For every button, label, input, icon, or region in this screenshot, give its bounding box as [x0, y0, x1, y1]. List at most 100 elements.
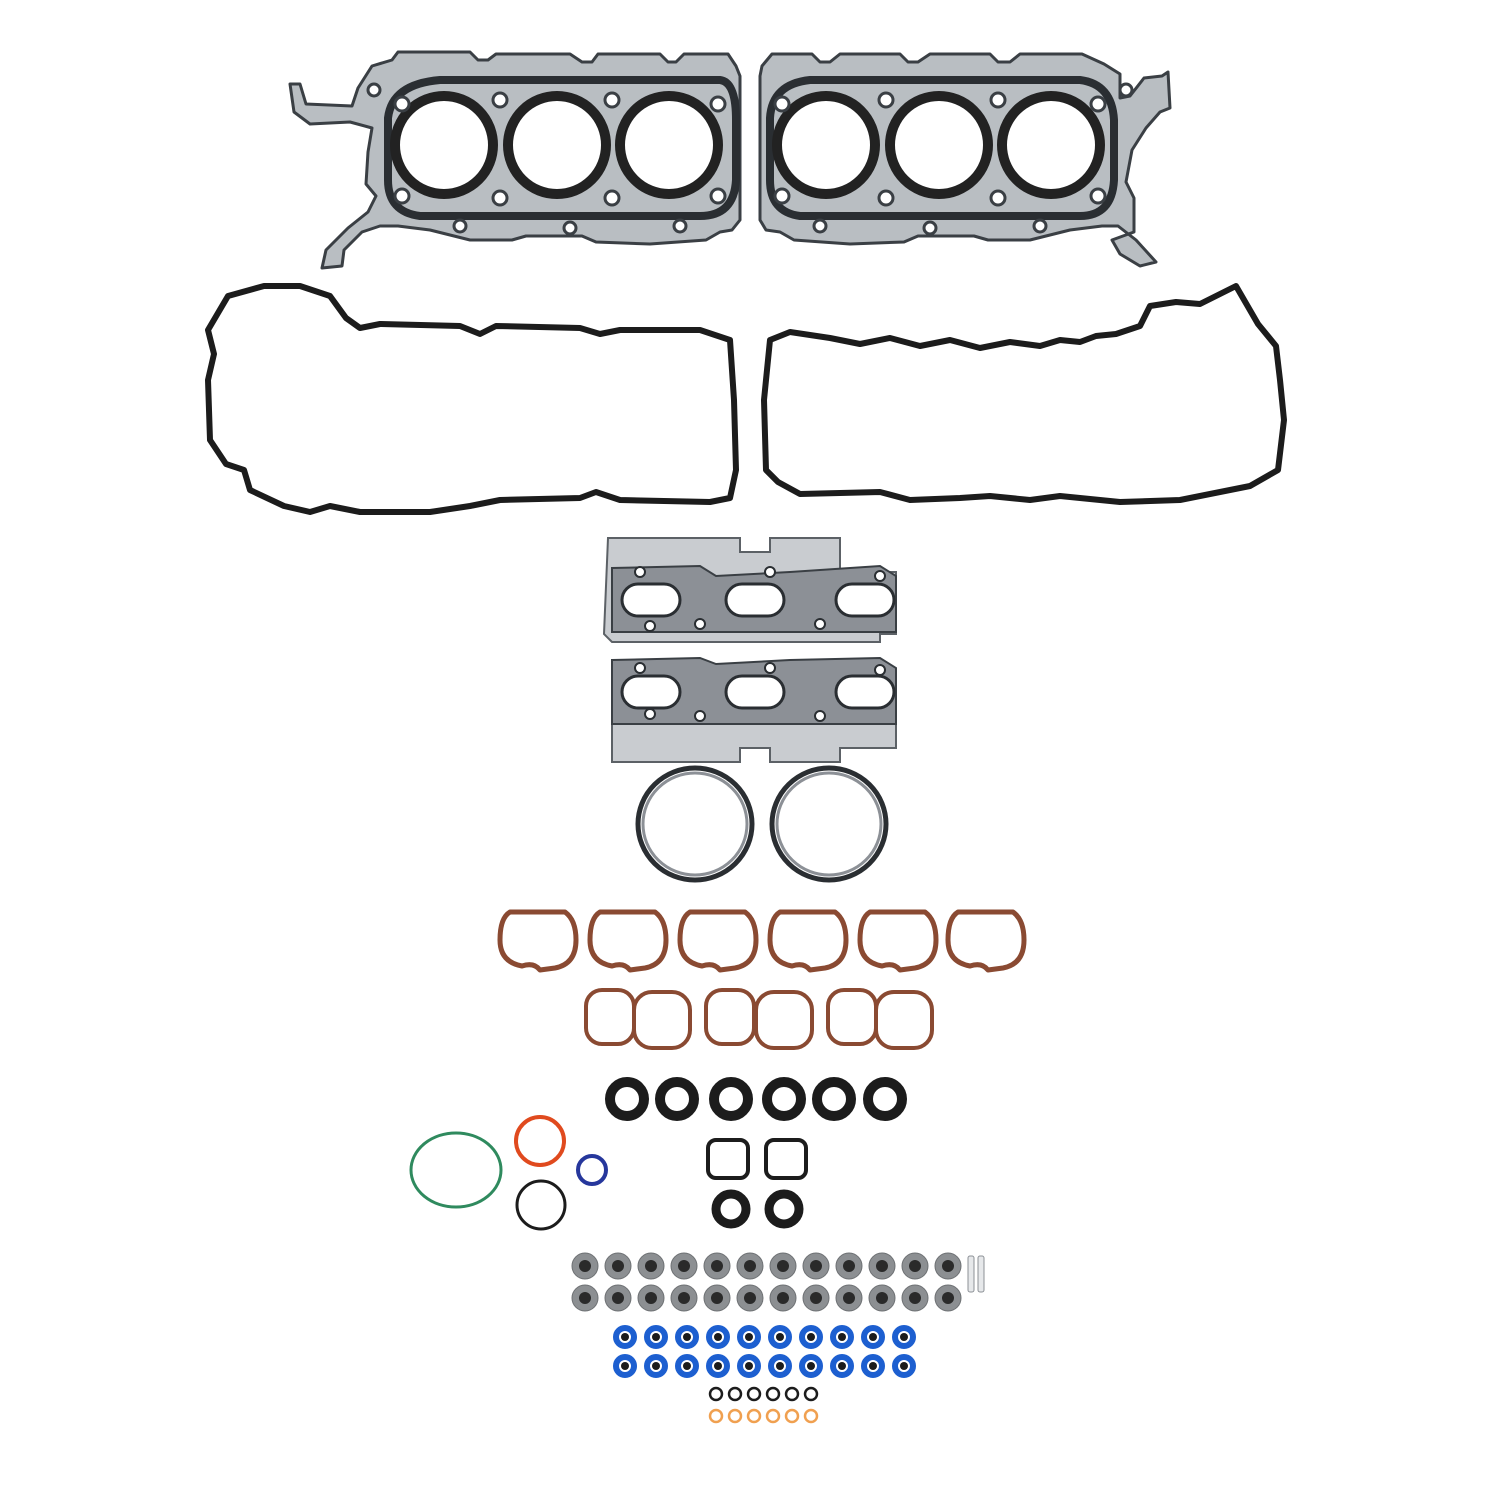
intake-port-seal [754, 990, 814, 1050]
valve-stem-seal [637, 1284, 665, 1312]
retainer-clip [977, 1255, 985, 1293]
valve-stem-seal [670, 1284, 698, 1312]
o-ring-orange [514, 1115, 566, 1167]
tube-seal [762, 1077, 806, 1121]
injector-seal [675, 1325, 699, 1349]
small-o-ring [727, 1408, 743, 1424]
intake-gasket [677, 909, 759, 973]
injector-seal [706, 1325, 730, 1349]
injector-seal [675, 1354, 699, 1378]
injector-seal [737, 1354, 761, 1378]
small-o-ring [746, 1408, 762, 1424]
valve-stem-seal [703, 1284, 731, 1312]
exhaust-ports-top [620, 582, 896, 618]
injector-seal [830, 1354, 854, 1378]
valve-stem-seal [736, 1284, 764, 1312]
injector-seal [768, 1325, 792, 1349]
small-o-ring [765, 1386, 781, 1402]
injector-seal [644, 1354, 668, 1378]
intake-gasket [767, 909, 849, 973]
valve-stem-seal [802, 1252, 830, 1280]
tube-seal [709, 1077, 753, 1121]
valve-stem-seal [802, 1284, 830, 1312]
intake-port-pairs [584, 988, 934, 1050]
injector-seal [799, 1354, 823, 1378]
cylinder-bores-right [772, 91, 1105, 199]
injector-seal [613, 1325, 637, 1349]
small-o-ring [784, 1408, 800, 1424]
exhaust-ring-right [769, 765, 889, 883]
valve-stem-seal [670, 1252, 698, 1280]
valve-stem-seals [571, 1252, 962, 1312]
o-ring-green [409, 1131, 503, 1209]
valve-stem-seal [868, 1252, 896, 1280]
valve-cover-gasket-left [205, 283, 739, 515]
small-o-ring [765, 1408, 781, 1424]
small-o-ring [708, 1408, 724, 1424]
o-ring-blue [576, 1154, 608, 1186]
exhaust-manifold-gasket-top [602, 537, 897, 643]
head-gasket-right [758, 52, 1172, 268]
valve-stem-seal [835, 1252, 863, 1280]
injector-seal [830, 1325, 854, 1349]
small-o-ring [803, 1386, 819, 1402]
exhaust-ring-left [635, 765, 755, 883]
head-gasket-left [288, 50, 742, 270]
valve-cover-gasket-right [761, 283, 1287, 505]
valve-stem-seal [769, 1252, 797, 1280]
small-o-ring [803, 1408, 819, 1424]
injector-seal [892, 1325, 916, 1349]
injector-seal [892, 1354, 916, 1378]
tube-seal [863, 1077, 907, 1121]
exhaust-ports-bottom [620, 674, 896, 710]
tube-seal [605, 1077, 649, 1121]
small-o-ring [746, 1386, 762, 1402]
valve-stem-seal [736, 1252, 764, 1280]
injector-seal [768, 1354, 792, 1378]
valve-stem-seal [934, 1284, 962, 1312]
valve-stem-seal [604, 1284, 632, 1312]
valve-stem-seal [901, 1284, 929, 1312]
small-o-ring [784, 1386, 800, 1402]
injector-seal [861, 1325, 885, 1349]
o-rings-group [409, 1115, 608, 1231]
valve-stem-seal [769, 1284, 797, 1312]
injector-seal [613, 1354, 637, 1378]
valve-stem-seal [637, 1252, 665, 1280]
retainer-clips [967, 1255, 985, 1293]
valve-stem-seal [934, 1252, 962, 1280]
lip-seal [764, 1189, 804, 1229]
cylinder-bores-left [390, 91, 723, 199]
square-seal [764, 1138, 808, 1180]
tube-seal [812, 1077, 856, 1121]
intake-gaskets-row [497, 909, 1027, 973]
intake-gasket [497, 909, 579, 973]
small-o-ring [708, 1386, 724, 1402]
valve-stem-seal [703, 1252, 731, 1280]
injector-seal [644, 1325, 668, 1349]
intake-gasket [857, 909, 939, 973]
injector-seal [706, 1354, 730, 1378]
valve-stem-seal [868, 1284, 896, 1312]
spark-plug-tube-seals [605, 1077, 907, 1121]
retainer-clip [967, 1255, 975, 1293]
valve-stem-seal [571, 1284, 599, 1312]
injector-seals [613, 1325, 916, 1378]
injector-seal [737, 1325, 761, 1349]
injector-seal [799, 1325, 823, 1349]
valve-stem-seal [604, 1252, 632, 1280]
valve-stem-seal [835, 1284, 863, 1312]
tube-seal [655, 1077, 699, 1121]
intake-gasket [587, 909, 669, 973]
intake-gasket [945, 909, 1027, 973]
lip-seal [711, 1189, 751, 1229]
round-lip-seals [711, 1189, 804, 1229]
square-seal [706, 1138, 750, 1180]
square-seals [706, 1138, 808, 1180]
intake-port-seal [632, 990, 692, 1050]
injector-seal [861, 1354, 885, 1378]
intake-port-seal [874, 990, 934, 1050]
exhaust-manifold-gasket-bottom [611, 656, 897, 763]
